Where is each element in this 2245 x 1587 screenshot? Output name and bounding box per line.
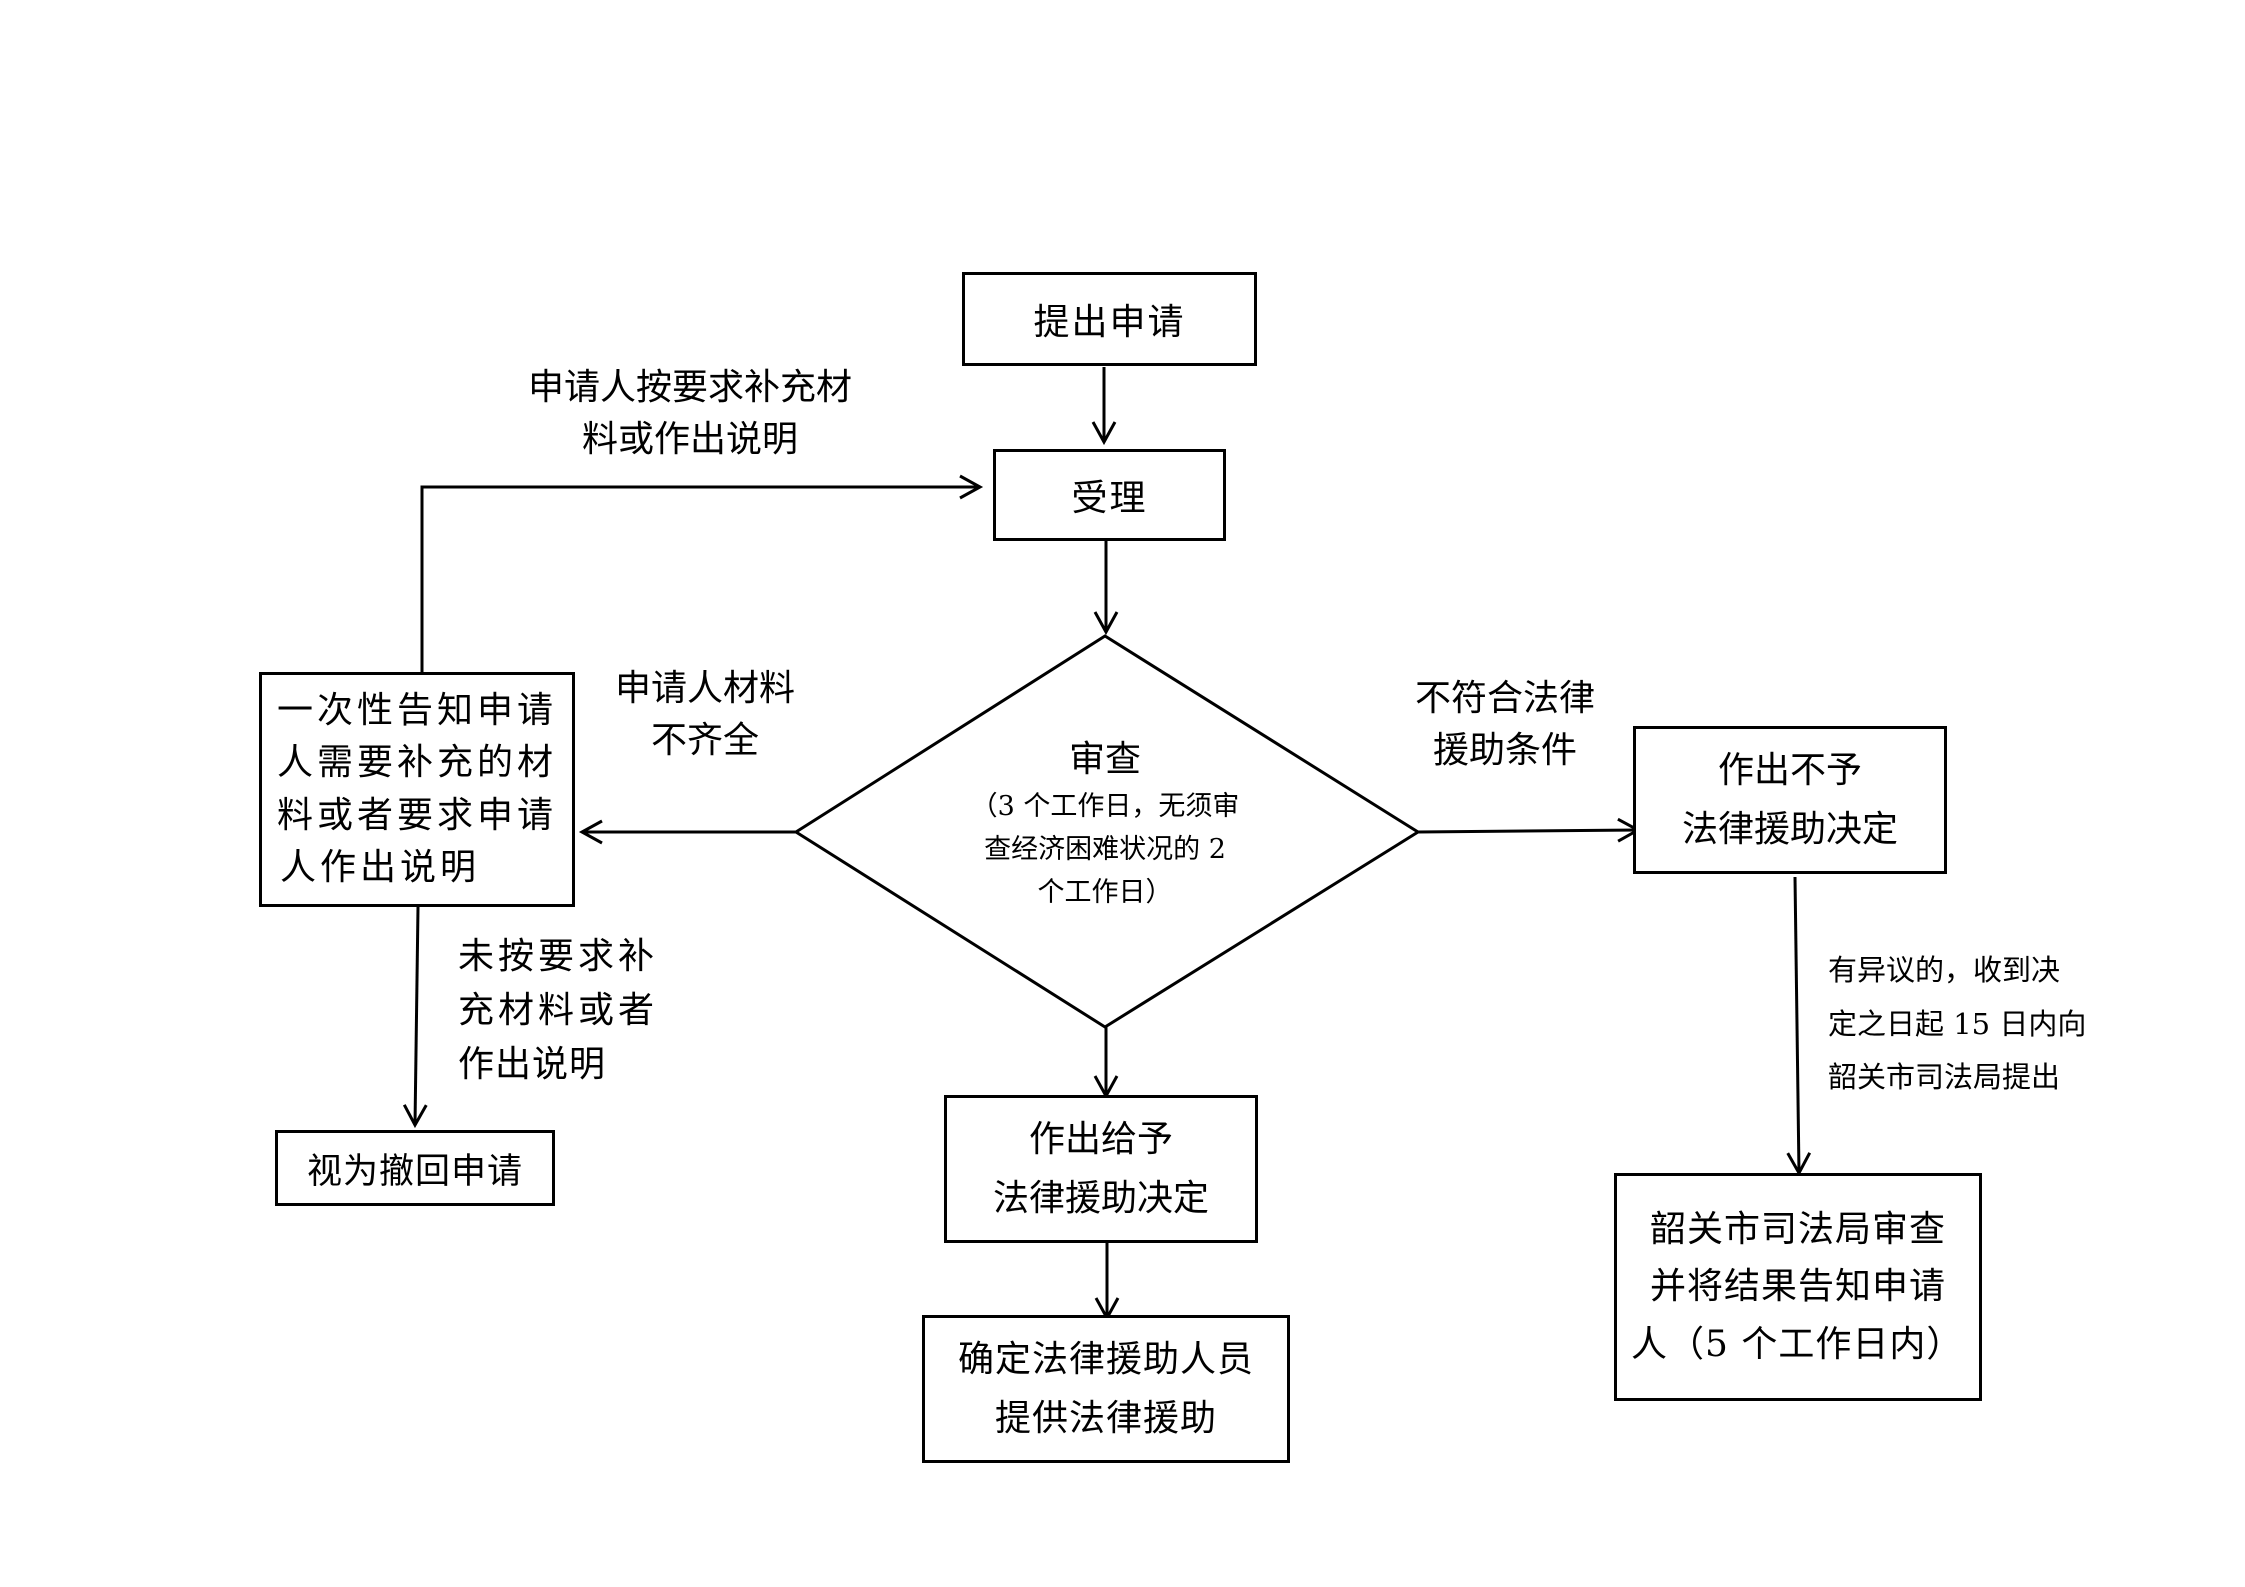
label-objection-line-1: 有异议的，收到决 — [1828, 953, 2061, 987]
label-not-qualified: 不符合法律 援助条件 — [1395, 673, 1615, 777]
bureau-line-1: 韶关市司法局审查 — [1649, 1208, 1946, 1250]
review-note-line-1: （3 个工作日，无须审 — [970, 791, 1240, 822]
label-not-qualified-line-2: 援助条件 — [1432, 730, 1577, 772]
review-note-line-2: 查经济困难状况的 2 — [984, 834, 1226, 866]
notify-line-4: 人作出说明 — [280, 846, 481, 888]
notify-box: 一次性告知申请 人需要补充的材 料或者要求申请 人作出说明 — [259, 672, 575, 907]
deny-line-1: 作出不予 — [1717, 749, 1862, 791]
apply-label: 提出申请 — [1033, 302, 1186, 343]
arrow-notify-to-withdraw — [402, 906, 428, 1129]
accept-box: 受理 — [993, 449, 1226, 541]
withdraw-box: 视为撤回申请 — [275, 1130, 555, 1206]
withdraw-label: 视为撤回申请 — [306, 1151, 523, 1192]
notify-line-2: 人需要补充的材 — [276, 742, 557, 784]
review-note-line-3: 个工作日） — [1037, 877, 1173, 909]
label-incomplete: 申请人材料 不齐全 — [595, 663, 815, 767]
grant-line-1: 作出给予 — [1028, 1118, 1173, 1160]
label-not-resubmitted-line-3: 作出说明 — [458, 1044, 607, 1085]
notify-line-3: 料或者要求申请 — [276, 794, 557, 836]
label-not-resubmitted-line-2: 充材料或者 — [458, 990, 659, 1031]
deny-box: 作出不予 法律援助决定 — [1633, 726, 1947, 874]
label-incomplete-line-1: 申请人材料 — [614, 668, 795, 709]
label-not-resubmitted: 未按要求补 充材料或者 作出说明 — [458, 930, 678, 1092]
assign-line-1: 确定法律援助人员 — [957, 1338, 1254, 1380]
arrow-resubmit-loop — [420, 474, 984, 672]
label-not-resubmitted-line-1: 未按要求补 — [458, 936, 659, 977]
label-resubmit-line-2: 料或作出说明 — [581, 419, 798, 461]
label-objection-line-2: 定之日起 15 日内向 — [1828, 1006, 2087, 1041]
review-title: 审查 — [1005, 732, 1205, 788]
label-objection-line-3: 韶关市司法局提出 — [1828, 1060, 2061, 1095]
grant-line-2: 法律援助决定 — [992, 1178, 1209, 1219]
deny-line-2: 法律援助决定 — [1681, 809, 1898, 850]
bureau-line-2: 并将结果告知申请 — [1649, 1266, 1946, 1308]
label-resubmit: 申请人按要求补充材 料或作出说明 — [515, 362, 865, 466]
assign-line-2: 提供法律援助 — [994, 1398, 1217, 1439]
grant-box: 作出给予 法律援助决定 — [944, 1095, 1258, 1243]
bureau-line-3: 人（5 个工作日内） — [1631, 1323, 1964, 1365]
label-objection: 有异议的，收到决 定之日起 15 日内向 韶关市司法局提出 — [1828, 944, 2118, 1105]
arrow-review-to-deny — [1417, 817, 1642, 843]
label-resubmit-line-1: 申请人按要求补充材 — [527, 367, 852, 408]
assign-box: 确定法律援助人员 提供法律援助 — [922, 1315, 1290, 1463]
review-note: （3 个工作日，无须审 查经济困难状况的 2 个工作日） — [950, 785, 1260, 915]
arrow-deny-to-bureau — [1786, 876, 1812, 1177]
label-incomplete-line-2: 不齐全 — [650, 720, 759, 762]
notify-line-1: 一次性告知申请 — [276, 690, 557, 732]
label-not-qualified-line-1: 不符合法律 — [1414, 678, 1595, 719]
apply-box: 提出申请 — [962, 272, 1257, 366]
bureau-review-box: 韶关市司法局审查 并将结果告知申请 人（5 个工作日内） — [1614, 1173, 1982, 1401]
accept-label: 受理 — [1071, 478, 1148, 519]
review-title-text: 审查 — [1068, 739, 1141, 780]
